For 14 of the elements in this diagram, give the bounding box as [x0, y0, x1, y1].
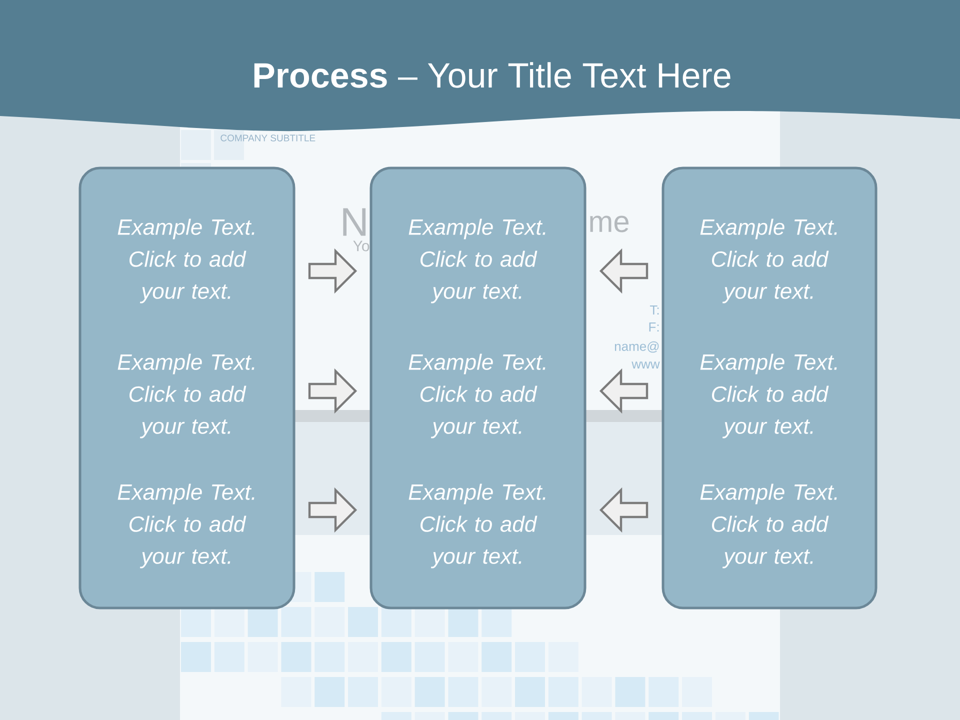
process-box: Example Text. Click to add your text. Example Text. Click to add your text. Example Text. Click to add your text. — [370, 166, 586, 610]
block-arrow — [599, 487, 648, 533]
background-text: name@ — [614, 341, 659, 353]
title: Process – Your Title Text Here — [254, 62, 730, 88]
block-arrow — [308, 368, 358, 414]
process-box: Example Text. Click to add your text. Example Text. Click to add your text. Example Text. Click to add your text. — [662, 166, 878, 610]
process-box: Example Text. Click to add your text. Example Text. Click to add your text. Example Text. Click to add your text. — [78, 166, 296, 610]
background-text: COMPANY SUBTITLE — [220, 134, 316, 142]
block-arrow — [599, 368, 648, 414]
background-text: N — [343, 208, 366, 236]
block-arrow — [308, 487, 358, 533]
block-arrow — [599, 248, 648, 294]
block-arrow — [308, 248, 358, 294]
background-text: me — [590, 216, 629, 232]
